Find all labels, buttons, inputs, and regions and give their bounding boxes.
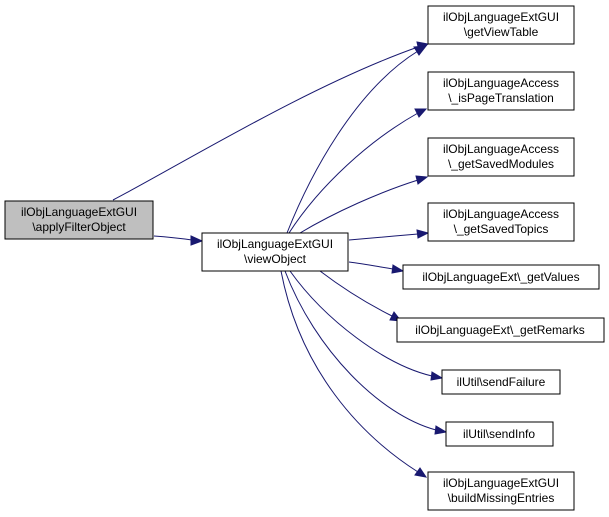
node-box	[445, 421, 554, 447]
node-label-line2: \_getSavedTopics	[454, 222, 549, 236]
node-label-line1: ilObjLanguageAccess	[443, 142, 559, 156]
node-get-view-table[interactable]: ilObjLanguageExtGUI \getViewTable	[427, 5, 575, 45]
edge-view-to-buildmissingentries	[280, 270, 428, 478]
node-label-line1: ilObjLanguageExtGUI	[443, 476, 559, 490]
node-label-line1: ilObjLanguageAccess	[443, 207, 559, 221]
node-box	[427, 71, 575, 111]
edge-view-to-getremarks	[319, 270, 403, 322]
node-label-line2: \_getSavedModules	[448, 157, 554, 171]
node-box	[201, 232, 349, 272]
node-label-line2: \applyFilterObject	[32, 220, 126, 234]
node-label-line1: ilUtil\sendFailure	[457, 375, 546, 389]
node-label-line1: ilObjLanguageExtGUI	[21, 205, 137, 219]
node-label-line1: ilObjLanguageExt\_getValues	[422, 270, 579, 284]
node-get-remarks[interactable]: ilObjLanguageExt\_getRemarks	[396, 317, 605, 343]
node-box	[441, 369, 561, 395]
node-label-line1: ilUtil\sendInfo	[463, 427, 535, 441]
node-label-line2: \getViewTable	[464, 25, 539, 39]
edge-view-to-sendinfo	[284, 270, 448, 435]
node-box	[402, 264, 600, 290]
node-get-saved-modules[interactable]: ilObjLanguageAccess \_getSavedModules	[427, 137, 575, 177]
edge-view-to-getvalues	[348, 261, 405, 274]
node-get-saved-topics[interactable]: ilObjLanguageAccess \_getSavedTopics	[427, 202, 575, 242]
node-label-line1: ilObjLanguageExt\_getRemarks	[415, 323, 584, 337]
edge-view-to-getsavedtopics	[348, 229, 430, 241]
node-box	[427, 202, 575, 242]
edge-view-to-sendfailure	[289, 270, 444, 381]
node-box	[427, 137, 575, 177]
node-box	[427, 471, 575, 511]
node-box	[396, 317, 605, 343]
edge-apply-to-viewobject	[153, 235, 204, 246]
node-label-line2: \buildMissingEntries	[448, 491, 555, 505]
node-apply-filter-object[interactable]: ilObjLanguageExtGUI \applyFilterObject	[4, 200, 154, 240]
node-box	[4, 200, 154, 240]
node-build-missing-entries[interactable]: ilObjLanguageExtGUI \buildMissingEntries	[427, 471, 575, 511]
node-label-line1: ilObjLanguageExtGUI	[217, 237, 333, 251]
edge-apply-to-getviewtable	[112, 41, 430, 201]
node-label-line2: \_isPageTranslation	[448, 91, 554, 105]
edge-view-to-getsavedmodules	[299, 175, 429, 234]
edge-view-to-getviewtable	[286, 45, 428, 234]
node-is-page-translation[interactable]: ilObjLanguageAccess \_isPageTranslation	[427, 71, 575, 111]
node-label-line2: \viewObject	[244, 252, 307, 266]
node-send-info[interactable]: ilUtil\sendInfo	[445, 421, 554, 447]
node-get-values[interactable]: ilObjLanguageExt\_getValues	[402, 264, 600, 290]
edge-view-to-ispagetranslation	[288, 108, 428, 234]
node-box	[427, 5, 575, 45]
node-label-line1: ilObjLanguageExtGUI	[443, 10, 559, 24]
node-send-failure[interactable]: ilUtil\sendFailure	[441, 369, 561, 395]
node-view-object[interactable]: ilObjLanguageExtGUI \viewObject	[201, 232, 349, 272]
node-label-line1: ilObjLanguageAccess	[443, 76, 559, 90]
